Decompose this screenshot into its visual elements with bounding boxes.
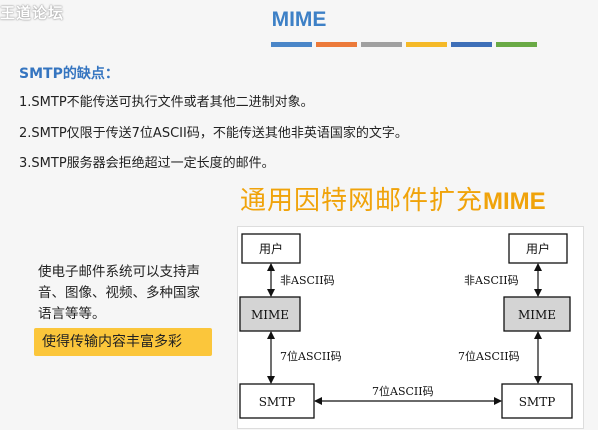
smtp-point-2: 2.SMTP仅限于传送7位ASCII码，不能传送其他非英语国家的文字。 <box>19 126 408 141</box>
smtp-point-1: 1.SMTP不能传送可执行文件或者其他二进制对象。 <box>19 95 314 110</box>
title-bar-4 <box>406 42 447 47</box>
left-lower-arrow-label: 7位ASCII码 <box>280 349 342 363</box>
left-smtp-label: SMTP <box>259 395 296 409</box>
title-bar-3 <box>361 42 402 47</box>
description-text: 使电子邮件系统可以支持声音、图像、视频、多种国家语言等等。 <box>38 264 200 322</box>
slide-title: MIME <box>271 8 327 31</box>
right-mime-box <box>503 296 571 332</box>
section-title-cn: 通用因特网邮件扩充 <box>240 186 484 216</box>
left-upper-arrow-label: 非ASCII码 <box>280 274 335 287</box>
middle-arrow-label: 7位ASCII码 <box>372 384 434 398</box>
left-user-box <box>241 233 301 264</box>
highlight-box: 使得传输内容丰富多彩 <box>34 328 212 356</box>
left-mime-label: MIME <box>251 308 289 322</box>
right-lower-arrow-label: 7位ASCII码 <box>458 349 520 363</box>
right-user-box <box>508 233 568 264</box>
title-bar-2 <box>316 42 357 47</box>
section-title-en: MIME <box>483 188 546 215</box>
mime-diagram-svg: 用户 用户 MIME MIME SMTP SMTP 非ASCII码 非ASCII… <box>239 233 573 419</box>
title-bar-1 <box>271 42 312 47</box>
title-bar-5 <box>451 42 492 47</box>
mime-diagram: 用户 用户 MIME MIME SMTP SMTP 非ASCII码 非ASCII… <box>237 226 584 429</box>
right-smtp-label: SMTP <box>519 395 556 409</box>
watermark-logo: 王道论坛 <box>0 4 65 22</box>
right-user-label: 用户 <box>526 241 550 256</box>
right-upper-arrow-label: 非ASCII码 <box>464 274 519 287</box>
title-bar-6 <box>496 42 537 47</box>
smtp-drawbacks-heading: SMTP的缺点： <box>19 66 119 82</box>
section-title: 通用因特网邮件扩充MIME <box>240 180 546 217</box>
right-smtp-box <box>501 383 573 419</box>
left-user-label: 用户 <box>259 241 283 256</box>
right-mime-label: MIME <box>518 308 556 322</box>
smtp-point-3: 3.SMTP服务器会拒绝超过一定长度的邮件。 <box>19 156 275 171</box>
